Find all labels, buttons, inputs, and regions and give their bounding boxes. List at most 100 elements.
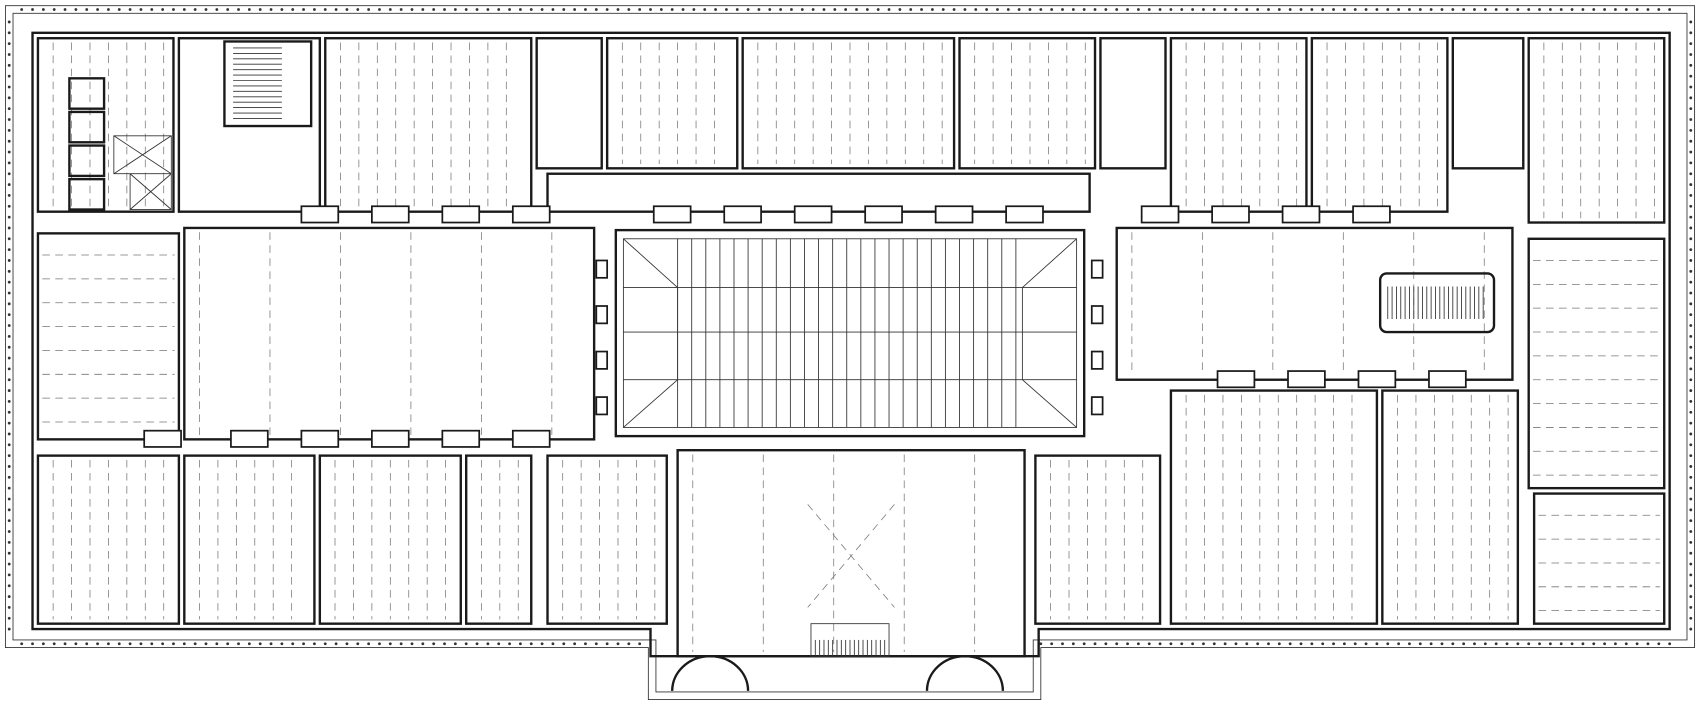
facade-dot bbox=[7, 194, 11, 197]
facade-dot bbox=[551, 642, 555, 646]
void-cross bbox=[807, 504, 895, 608]
facade-dot bbox=[1451, 642, 1455, 646]
facade-dot bbox=[7, 226, 11, 230]
room bbox=[177, 37, 322, 213]
facade-dot bbox=[1581, 8, 1585, 11]
facade-dot bbox=[432, 8, 436, 11]
facade-dot bbox=[790, 8, 793, 11]
pier bbox=[511, 205, 551, 224]
facade-dot bbox=[7, 551, 11, 555]
facade-dot bbox=[1288, 642, 1292, 646]
facade-dot bbox=[811, 8, 815, 11]
pier bbox=[1140, 205, 1180, 224]
facade-dot bbox=[7, 519, 11, 523]
facade-dot bbox=[638, 642, 642, 646]
facade-dot bbox=[443, 8, 446, 11]
facade-dot bbox=[1115, 642, 1119, 646]
facade-dot bbox=[963, 8, 967, 11]
facade-dot bbox=[1212, 642, 1216, 646]
facade-dot bbox=[1050, 642, 1054, 646]
facade-dot bbox=[518, 8, 522, 11]
facade-dot bbox=[1689, 508, 1693, 512]
facade-dot bbox=[107, 642, 110, 646]
facade-dot bbox=[1440, 642, 1444, 646]
pier bbox=[723, 205, 762, 224]
facade-dot bbox=[1689, 595, 1693, 598]
facade-dot bbox=[323, 8, 327, 11]
facade-dot bbox=[486, 642, 490, 646]
facade-dot bbox=[1592, 642, 1596, 646]
facade-dot bbox=[410, 8, 414, 11]
facade-dot bbox=[1136, 8, 1140, 11]
pier bbox=[1352, 205, 1391, 224]
facade-dot bbox=[1689, 530, 1693, 533]
facade-dot bbox=[7, 96, 11, 100]
facade-dot bbox=[1191, 642, 1195, 646]
facade-dot bbox=[497, 642, 501, 646]
facade-dot bbox=[1342, 642, 1346, 646]
facade-dot bbox=[7, 497, 11, 501]
facade-dot bbox=[7, 139, 11, 143]
facade-dot bbox=[345, 8, 349, 11]
room bbox=[741, 37, 956, 170]
facade-dot bbox=[1071, 8, 1075, 11]
facade-dot bbox=[1169, 642, 1173, 646]
facade-dot bbox=[7, 421, 11, 425]
facade-dot bbox=[410, 642, 414, 646]
facade-dot bbox=[269, 8, 273, 11]
facade-dot bbox=[887, 8, 891, 11]
facade-dot bbox=[302, 8, 305, 11]
pier bbox=[1281, 205, 1321, 224]
room bbox=[183, 226, 596, 441]
facade-dot bbox=[1321, 8, 1325, 11]
facade-dot bbox=[7, 20, 11, 24]
facade-dot bbox=[1689, 31, 1693, 35]
toilet-cubicle bbox=[68, 110, 106, 144]
facade-dot bbox=[1624, 8, 1628, 11]
facade-dot bbox=[616, 8, 620, 11]
outer-facade bbox=[4, 5, 1696, 700]
facade-dot bbox=[204, 8, 208, 11]
facade-dot bbox=[659, 8, 663, 11]
facade-dot bbox=[7, 31, 11, 35]
facade-dot bbox=[1039, 642, 1043, 646]
facade-dot bbox=[1689, 42, 1693, 46]
facade-dot bbox=[1169, 8, 1173, 11]
facade-dot bbox=[1624, 642, 1628, 646]
column bbox=[1090, 305, 1104, 325]
facade-dot bbox=[117, 8, 121, 11]
facade-dot bbox=[1473, 8, 1476, 11]
facade-dot bbox=[1559, 642, 1563, 646]
exterior-wall bbox=[31, 31, 1671, 658]
facade-dot bbox=[7, 584, 11, 588]
facade-dot bbox=[7, 150, 11, 154]
facade-dot bbox=[1657, 642, 1661, 646]
facade-dot bbox=[204, 642, 208, 646]
facade-dot bbox=[1310, 8, 1314, 11]
room bbox=[183, 454, 316, 625]
facade-dot bbox=[724, 8, 728, 11]
facade-dot bbox=[7, 573, 11, 577]
facade-dot bbox=[616, 642, 620, 646]
facade-dot bbox=[7, 454, 11, 458]
facade-dot bbox=[1126, 8, 1129, 11]
facade-dot bbox=[1689, 53, 1693, 56]
facade-dot bbox=[237, 8, 240, 11]
facade-dot bbox=[345, 642, 349, 646]
facade-dot bbox=[215, 642, 219, 646]
facade-dot bbox=[1689, 248, 1693, 252]
facade-dot bbox=[1126, 642, 1129, 646]
facade-dot bbox=[182, 642, 186, 646]
facade-dot bbox=[7, 172, 11, 176]
facade-dot bbox=[594, 8, 598, 11]
facade-dot bbox=[1689, 172, 1693, 176]
facade-dot bbox=[551, 8, 555, 11]
facade-dot bbox=[7, 302, 11, 306]
facade-dot bbox=[1689, 150, 1693, 154]
facade-dot bbox=[453, 642, 457, 646]
facade-dot bbox=[1689, 421, 1693, 425]
facade-dot bbox=[1061, 8, 1064, 11]
facade-dot bbox=[52, 642, 56, 646]
facade-dot bbox=[7, 400, 11, 403]
facade-dot bbox=[1429, 642, 1433, 646]
